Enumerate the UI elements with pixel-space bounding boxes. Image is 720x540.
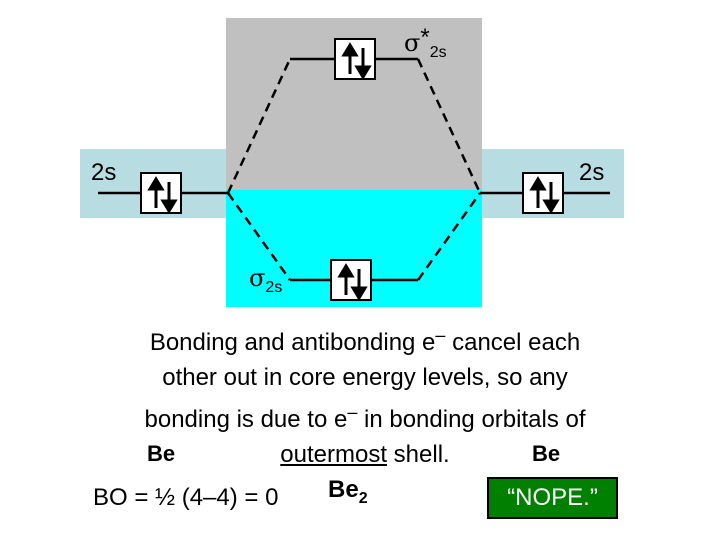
right-atom-label: Be <box>532 441 561 466</box>
paired-electrons-icon <box>147 176 178 214</box>
paired-electrons-icon <box>341 42 372 80</box>
sigma-star-2s-label: σ*2s <box>404 24 447 61</box>
explanation-line-4: outermost shell. <box>280 440 450 468</box>
explanation-text: Bonding and antibonding e– cancel each o… <box>100 318 630 472</box>
explanation-line-3: bonding is due to e– in bonding orbitals… <box>144 402 586 433</box>
right-2s-orbital <box>522 172 564 214</box>
sigma-2s-label: σ2s <box>249 264 283 296</box>
left-atom-label: Be <box>147 441 176 466</box>
right-2s-label: 2s <box>579 159 605 186</box>
paired-electrons-icon <box>337 263 368 301</box>
bond-order-text: BO = ½ (4–4) = 0 <box>93 484 279 511</box>
sigma-star-2s-orbital <box>334 38 376 80</box>
explanation-line-2: other out in core energy levels, so any <box>162 363 568 391</box>
left-2s-label: 2s <box>91 159 117 186</box>
molecule-label: Be2 <box>328 476 368 507</box>
explanation-line-1: Bonding and antibonding e– cancel each <box>149 325 581 356</box>
sigma-2s-orbital <box>330 259 372 301</box>
left-2s-orbital <box>140 172 182 214</box>
nope-callout: “NOPE.” <box>487 477 618 519</box>
paired-electrons-icon <box>529 176 560 214</box>
